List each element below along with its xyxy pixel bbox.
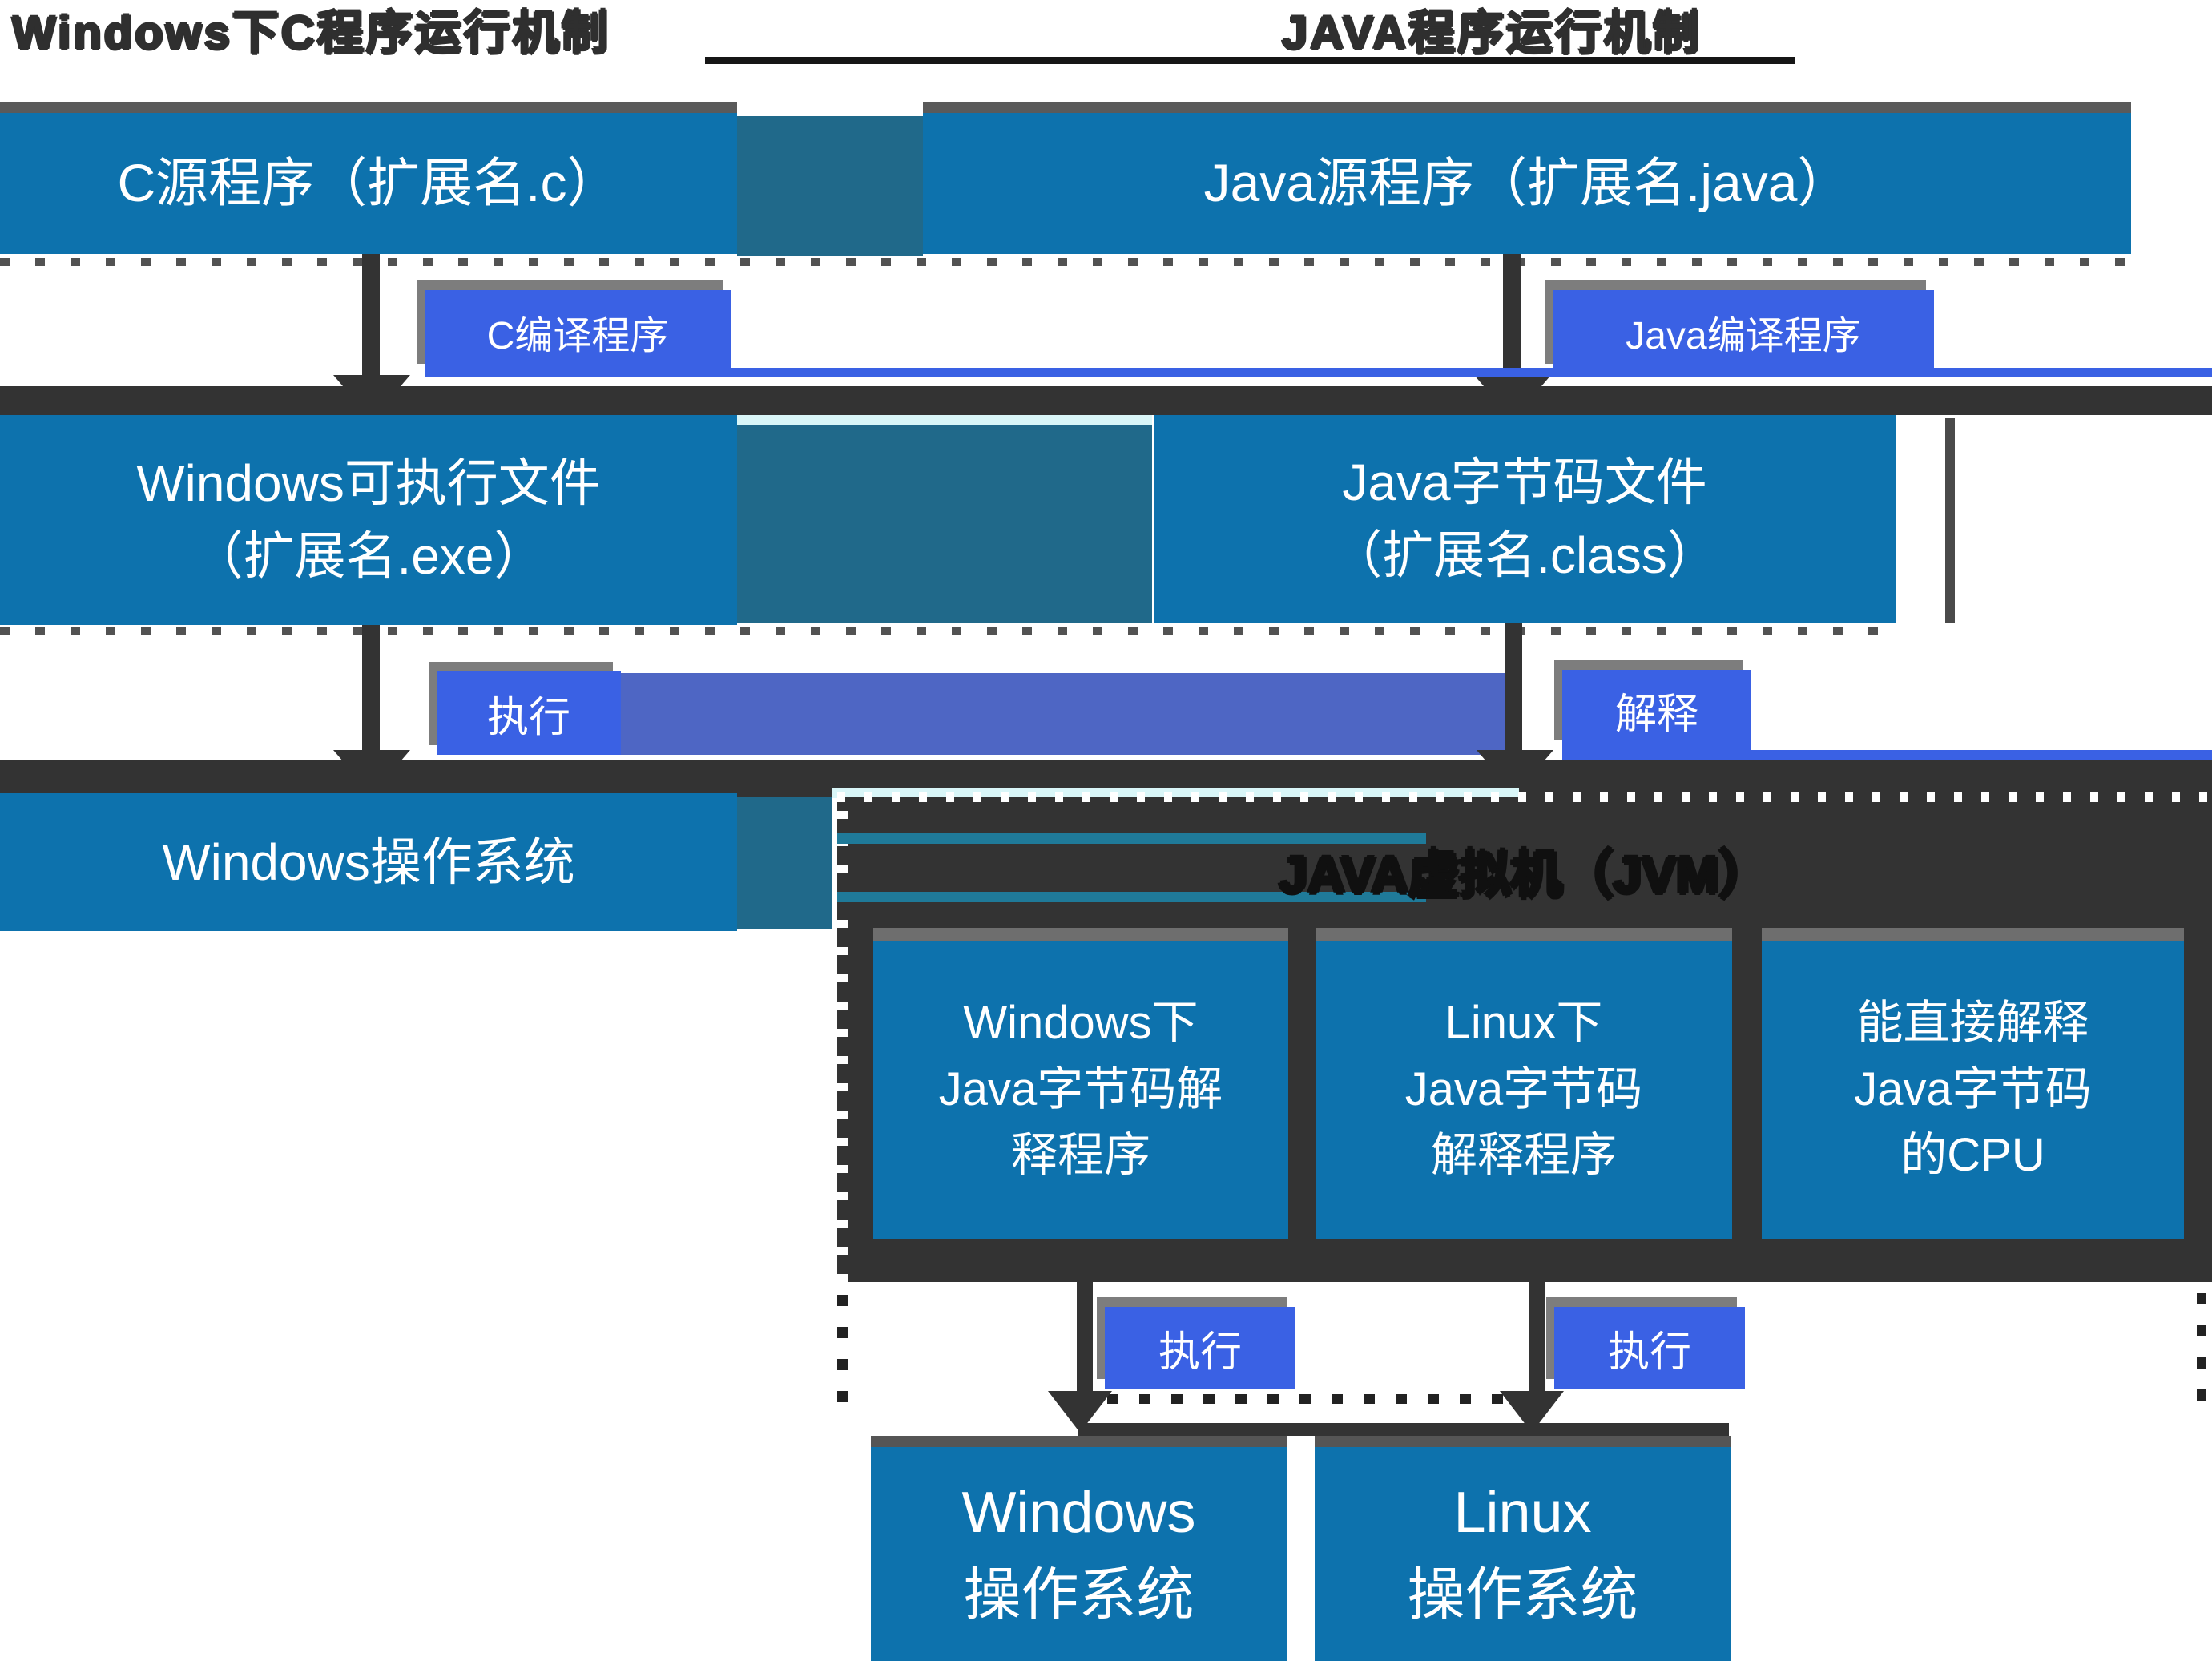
row1-teal-gap-block (737, 116, 923, 256)
linux-run-button: 执行 (1554, 1307, 1745, 1389)
run-step-band (621, 673, 1510, 755)
windows-exe-line1: Windows可执行文件 (136, 454, 601, 513)
jvm-linux-interpreter-line3: 解释程序 (1430, 1129, 1617, 1182)
bottom-linux-os-box: Linux 操作系统 (1315, 1436, 1731, 1661)
c-source-box-top-shadow (0, 102, 737, 113)
jvm-cpu-line1: 能直接解释 (1856, 997, 2089, 1050)
header-underline (705, 57, 1795, 64)
bottom-windows-os-line1: Windows (961, 1481, 1196, 1546)
c-compiler-button: C编译程序 (425, 290, 731, 373)
java-interpret-connector-line (1505, 623, 1522, 756)
header-left-title: Windows下C程序运行机制 (12, 7, 610, 59)
jvm-linux-interpreter-line1: Linux下 (1444, 997, 1603, 1050)
jvm-dashed-border-top (837, 792, 2212, 802)
row2-dotted-shadow-line (0, 627, 1895, 635)
windows-run-button: 执行 (1105, 1307, 1295, 1389)
row3-teal-gap-block (737, 797, 832, 929)
jvm-windows-interpreter-box: Windows下 Java字节码解 释程序 (873, 941, 1288, 1239)
java-source-box: Java源程序（扩展名.java） (923, 113, 2131, 254)
row2-top-shadow-band (0, 386, 2212, 415)
jvm-dashed-border-right (2197, 1282, 2206, 1401)
jvm-cpu-line2: Java字节码 (1854, 1062, 2092, 1115)
bottom-row-shadow-strip (1078, 1423, 1729, 1436)
java-bytecode-box: Java字节码文件 （扩展名.class） (1154, 415, 1896, 623)
windows-exe-line2: （扩展名.exe） (191, 527, 546, 585)
c-compiler-label: C编译程序 (486, 315, 669, 357)
row2-shadow-artifact-line (1945, 418, 1955, 623)
interpret-label: 解释 (1614, 691, 1698, 738)
c-run-label: 执行 (486, 694, 570, 741)
row1-dotted-shadow-line (0, 258, 2131, 266)
jvm-box3-top-shadow (1762, 928, 2184, 941)
jvm-windows-interpreter-line2: Java字节码解 (938, 1062, 1223, 1115)
java-bytecode-line1: Java字节码文件 (1342, 454, 1707, 512)
jvm-box2-top-shadow (1316, 928, 1732, 941)
jvm-windows-interpreter-line3: 释程序 (1010, 1129, 1150, 1182)
c-source-label: C源程序（扩展名.c） (117, 153, 620, 213)
windows-run-label: 执行 (1158, 1328, 1242, 1376)
c-run-button: 执行 (437, 671, 621, 755)
jvm-dashed-border-bottom (1107, 1394, 1524, 1404)
jvm-linux-interpreter-line2: Java字节码 (1404, 1062, 1643, 1115)
jvm-linux-interpreter-box: Linux下 Java字节码 解释程序 (1316, 941, 1732, 1239)
row2-teal-gap-block (737, 425, 1152, 623)
bottom-windows-os-line2: 操作系统 (963, 1562, 1195, 1627)
jvm-teal-accent-line-bottom (837, 892, 1426, 902)
jvm-teal-accent-line-top (837, 833, 1426, 844)
java-compile-connector-line (1503, 254, 1521, 382)
jvm-to-windows-connector-line (1077, 1282, 1093, 1398)
row2-cyan-strip (737, 415, 1152, 425)
bottom-windows-os-box: Windows 操作系统 (871, 1436, 1287, 1661)
jvm-dashed-border-left-upper (837, 802, 848, 1282)
c-source-box: C源程序（扩展名.c） (0, 113, 737, 254)
jvm-cpu-line3: 的CPU (1900, 1129, 2045, 1182)
interpret-button: 解释 (1562, 670, 1751, 750)
linux-run-label: 执行 (1607, 1328, 1691, 1376)
java-source-label: Java源程序（扩展名.java） (1203, 153, 1851, 213)
jvm-dashed-border-left-lower (837, 1282, 848, 1402)
jvm-windows-interpreter-line1: Windows下 (963, 997, 1199, 1050)
jvm-box1-top-shadow (873, 928, 1288, 941)
jvm-to-linux-connector-line (1529, 1282, 1545, 1398)
header-right-title: JAVA程序运行机制 (1282, 7, 1702, 59)
jvm-title: JAVA虚拟机（JVM） (1279, 846, 1771, 904)
c-compile-connector-line (362, 254, 380, 381)
windows-exe-box: Windows可执行文件 （扩展名.exe） (0, 415, 737, 625)
java-source-box-top-shadow (923, 102, 2131, 113)
windows-os-label: Windows操作系统 (162, 833, 575, 891)
java-bytecode-line2: （扩展名.class） (1331, 526, 1718, 584)
windows-os-box: Windows操作系统 (0, 793, 737, 931)
interpret-step-line (1562, 750, 2212, 760)
c-run-connector-line (362, 625, 380, 755)
jvm-cpu-box: 能直接解释 Java字节码 的CPU (1762, 941, 2184, 1239)
bottom-linux-os-line2: 操作系统 (1407, 1562, 1638, 1627)
bottom-linux-os-line1: Linux (1453, 1481, 1592, 1546)
java-compiler-label: Java编译程序 (1626, 315, 1861, 357)
java-compiler-button: Java编译程序 (1553, 290, 1934, 373)
